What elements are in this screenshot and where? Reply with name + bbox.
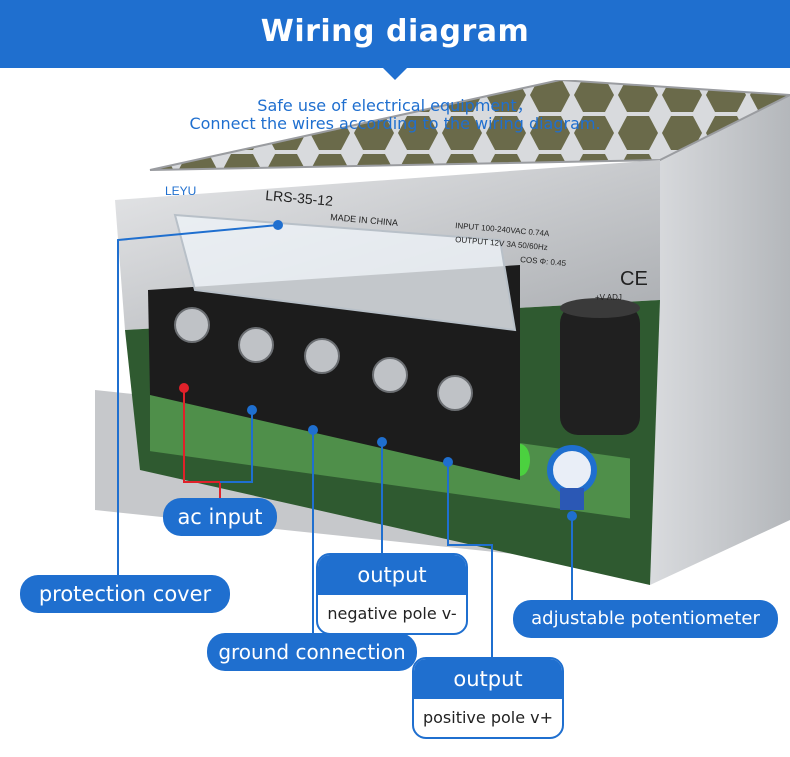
label-ac-input: ac input bbox=[163, 498, 277, 536]
subtitle-line-2: Connect the wires according to the wirin… bbox=[189, 114, 601, 133]
capacitor bbox=[560, 305, 640, 435]
cos-spec: COS Φ: 0.45 bbox=[520, 255, 567, 268]
adj-label: +V ADJ bbox=[595, 293, 622, 302]
brand-label: LEYU bbox=[165, 184, 196, 198]
potentiometer bbox=[547, 445, 597, 495]
case-side bbox=[650, 95, 790, 585]
callout-output-positive: output positive pole v+ bbox=[412, 657, 564, 739]
page-title: Wiring diagram bbox=[260, 14, 530, 49]
vented-cover bbox=[150, 80, 790, 170]
ce-mark: CE bbox=[620, 268, 648, 290]
output-negative-title: output bbox=[318, 555, 466, 595]
label-protection-cover: protection cover bbox=[20, 575, 230, 613]
label-ground-connection: ground connection bbox=[207, 633, 417, 671]
output-positive-title: output bbox=[414, 659, 562, 699]
output-negative-desc: negative pole v- bbox=[327, 604, 457, 623]
header-banner: Wiring diagram bbox=[0, 0, 790, 68]
banner-pointer bbox=[383, 68, 407, 80]
model-label: LRS-35-12 bbox=[265, 187, 334, 209]
output-positive-desc: positive pole v+ bbox=[422, 708, 554, 727]
callout-output-negative: output negative pole v- bbox=[316, 553, 468, 635]
subtitle-line-1: Safe use of electrical equipment， bbox=[257, 96, 533, 115]
label-adjustable-potentiometer: adjustable potentiometer bbox=[513, 600, 778, 638]
